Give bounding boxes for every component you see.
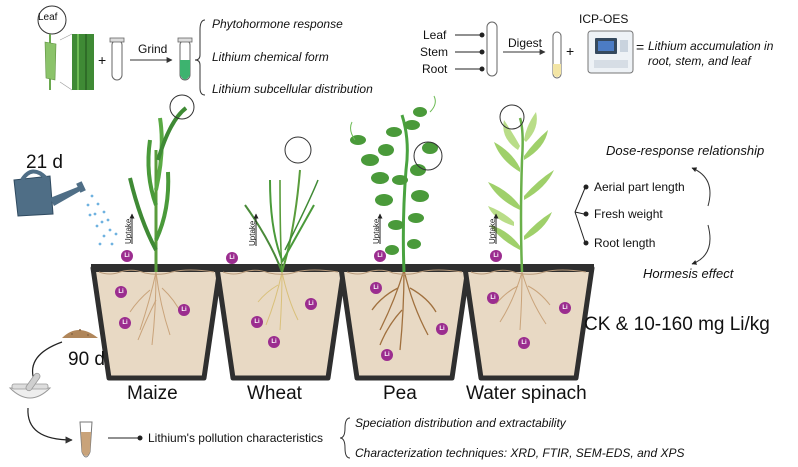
tissue-connectors: [455, 32, 485, 72]
uptake-label-pea: Uptake: [372, 218, 381, 244]
wheat-plant-icon: [244, 136, 319, 273]
leaf-label: Leaf: [38, 12, 58, 23]
response-aerial-length: Aerial part length: [594, 180, 685, 194]
pollution-brace: [339, 417, 351, 459]
li-marker: Li: [436, 323, 448, 335]
leaf-segment-icon: [59, 33, 94, 91]
li-marker: Li: [178, 304, 190, 316]
plus-sign-right: +: [566, 43, 575, 59]
response-root-length: Root length: [594, 236, 656, 250]
pollution-speciation: Speciation distribution and extractabili…: [355, 416, 566, 430]
tissue-stem: Stem: [420, 45, 449, 59]
li-marker: Li: [518, 337, 530, 349]
li-marker: Li: [370, 282, 382, 294]
pollution-label: Lithium's pollution characteristics: [148, 431, 324, 445]
plant-name-pea: Pea: [383, 383, 417, 404]
label-21-days: 21 d: [26, 152, 63, 173]
pot-maize: [90, 264, 223, 381]
grind-label: Grind: [138, 42, 168, 56]
water-spinach-magnifier-icon: [499, 104, 525, 130]
pot-water-spinach: [462, 264, 595, 381]
mortar-pestle-icon: [8, 372, 52, 399]
result-line-2: root, stem, and leaf: [648, 54, 751, 68]
pea-plant-icon: [350, 95, 443, 273]
uptake-label-maize: Uptake: [124, 218, 133, 244]
wheat-roots: [257, 271, 299, 331]
li-marker: Li: [374, 250, 386, 262]
li-marker: Li: [121, 250, 133, 262]
equals-sign: =: [636, 39, 645, 55]
soil-pile-icon: [62, 329, 98, 338]
li-marker: Li: [119, 317, 131, 329]
empty-tube-icon: [109, 37, 125, 81]
maize-plant-icon: [128, 94, 195, 272]
digest-label: Digest: [508, 36, 543, 50]
uptake-label-wheat: Uptake: [248, 220, 257, 246]
label-90-days: 90 d: [68, 349, 105, 370]
icp-oes-label: ICP-OES: [579, 12, 629, 26]
outputs-brace: [194, 19, 206, 96]
li-marker: Li: [226, 252, 238, 264]
wheat-magnifier-icon: [284, 136, 312, 164]
sample-tube-icon: [486, 21, 498, 77]
tissue-root: Root: [422, 62, 448, 76]
uptake-label-water-spinach: Uptake: [488, 218, 497, 244]
li-marker: Li: [381, 349, 393, 361]
dose-response-label: Dose-response relationship: [606, 143, 765, 158]
to-tube-arrow: [27, 407, 73, 444]
hormesis-arrow: [691, 224, 711, 265]
soil-tube-icon: [79, 421, 93, 458]
li-marker: Li: [115, 286, 127, 298]
green-tube-icon: [177, 37, 193, 81]
maize-magnifier-icon: [169, 94, 195, 120]
digested-tube-icon: [552, 31, 562, 79]
pea-magnifier-icon: [413, 141, 443, 171]
response-fresh-weight: Fresh weight: [594, 207, 663, 221]
plant-name-water-spinach: Water spinach: [466, 383, 587, 404]
plus-sign-left: +: [98, 52, 107, 68]
output-subcellular: Lithium subcellular distribution: [212, 82, 373, 96]
result-line-1: Lithium accumulation in: [648, 39, 774, 53]
dose-response-arrow: [691, 167, 711, 207]
pea-roots: [371, 269, 437, 351]
hormesis-label: Hormesis effect: [643, 266, 734, 281]
plant-name-wheat: Wheat: [247, 383, 302, 404]
water-spinach-plant-icon: [488, 104, 554, 273]
li-marker: Li: [251, 316, 263, 328]
li-marker: Li: [268, 336, 280, 348]
pollution-techniques: Characterization techniques: XRD, FTIR, …: [355, 446, 685, 460]
output-chemical-form: Lithium chemical form: [212, 50, 329, 64]
dose-label: CK & 10-160 mg Li/kg: [584, 314, 770, 335]
response-connectors: [574, 184, 589, 246]
leaf-magnifier-icon: [37, 5, 67, 90]
output-phytohormone: Phytohormone response: [212, 17, 343, 31]
li-marker: Li: [490, 250, 502, 262]
plant-name-maize: Maize: [127, 383, 178, 404]
li-marker: Li: [559, 302, 571, 314]
water-spinach-roots: [495, 271, 551, 331]
watering-can-icon: [13, 169, 118, 246]
li-marker: Li: [487, 292, 499, 304]
icp-oes-instrument-icon: [587, 30, 634, 74]
li-marker: Li: [305, 298, 317, 310]
tissue-leaf: Leaf: [423, 28, 447, 42]
